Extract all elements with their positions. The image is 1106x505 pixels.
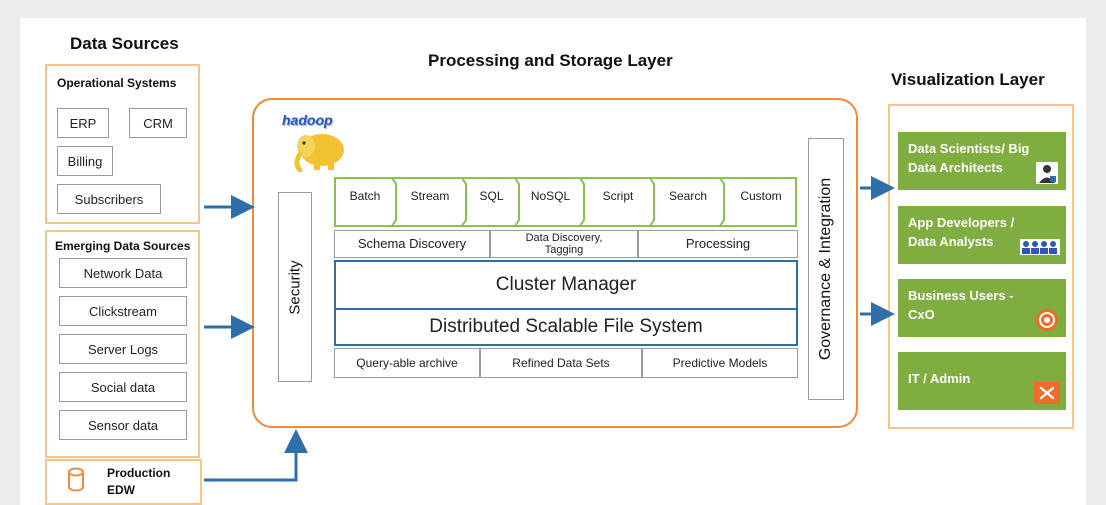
flow-arrows [204, 176, 895, 482]
queryable-archive-box: Query-able archive [334, 348, 480, 378]
schema-discovery-box: Schema Discovery [334, 230, 490, 258]
subscribers-box: Subscribers [57, 184, 161, 214]
erp-box: ERP [57, 108, 109, 138]
card-it-admin-line1: IT / Admin [908, 371, 971, 386]
predictive-models-box: Predictive Models [642, 348, 798, 378]
clickstream-box: Clickstream [59, 296, 187, 326]
social-data-box: Social data [59, 372, 187, 402]
team-icon [1020, 236, 1060, 258]
target-icon [1034, 309, 1060, 331]
visualization-panel: Data Scientists/ Big Data Architects App… [888, 104, 1074, 429]
hadoop-logo-text: hadoop [282, 112, 333, 128]
network-data-box: Network Data [59, 258, 187, 288]
tools-icon [1034, 382, 1060, 404]
production-label: Production [107, 466, 171, 480]
data-discovery-tagging-box: Data Discovery, Tagging [490, 230, 638, 258]
card-data-scientists: Data Scientists/ Big Data Architects [898, 132, 1066, 190]
governance-column: Governance & Integration [808, 138, 844, 400]
file-system-box: Distributed Scalable File System [334, 310, 798, 346]
billing-box: Billing [57, 146, 113, 176]
operational-systems-panel: Operational Systems ERP CRM Billing Subs… [45, 64, 200, 224]
tab-custom: Custom [740, 189, 782, 203]
card-business-users-line2: CxO [908, 306, 935, 322]
tab-nosql: NoSQL [530, 189, 571, 203]
card-data-scientists-line2: Data Architects [908, 159, 1003, 175]
emerging-data-sources-panel: Emerging Data Sources Network Data Click… [45, 230, 200, 458]
hadoop-elephant-icon [292, 128, 350, 172]
tab-stream: Stream [410, 189, 450, 203]
tab-search: Search [668, 189, 708, 203]
database-icon [67, 467, 85, 493]
card-it-admin: IT / Admin [898, 352, 1066, 410]
data-sources-title: Data Sources [70, 34, 179, 53]
tagging-line: Tagging [544, 244, 584, 256]
diagram-canvas: Data Sources Processing and Storage Laye… [20, 18, 1086, 505]
production-edw-panel: Production EDW [45, 459, 202, 505]
scientist-icon [1034, 162, 1060, 184]
processing-box: Processing [638, 230, 798, 258]
hadoop-frame: hadoop Security Governance & Integration [252, 98, 858, 428]
emerging-data-sources-label: Emerging Data Sources [55, 239, 191, 253]
server-logs-box: Server Logs [59, 334, 187, 364]
tab-batch: Batch [349, 189, 381, 203]
card-data-scientists-line1: Data Scientists/ Big [908, 141, 1030, 156]
card-business-users: Business Users - CxO [898, 279, 1066, 337]
operational-systems-label: Operational Systems [57, 76, 177, 90]
arrow-edw-to-hadoop [204, 429, 308, 482]
card-app-developers-line2: Data Analysts [908, 233, 994, 249]
workload-tabs-outline [334, 177, 797, 227]
edw-label: EDW [107, 483, 135, 497]
tab-script: Script [602, 189, 634, 203]
security-column: Security [278, 192, 312, 382]
processing-layer-title: Processing and Storage Layer [428, 51, 673, 70]
cluster-manager-box: Cluster Manager [334, 260, 798, 310]
refined-data-sets-box: Refined Data Sets [480, 348, 642, 378]
crm-box: CRM [129, 108, 187, 138]
data-discovery-line: Data Discovery, [525, 231, 603, 244]
card-app-developers-line1: App Developers / [908, 215, 1015, 230]
sensor-data-box: Sensor data [59, 410, 187, 440]
tab-sql: SQL [479, 189, 504, 203]
card-business-users-line1: Business Users - [908, 288, 1014, 303]
visualization-layer-title: Visualization Layer [891, 70, 1045, 89]
card-app-developers: App Developers / Data Analysts [898, 206, 1066, 264]
